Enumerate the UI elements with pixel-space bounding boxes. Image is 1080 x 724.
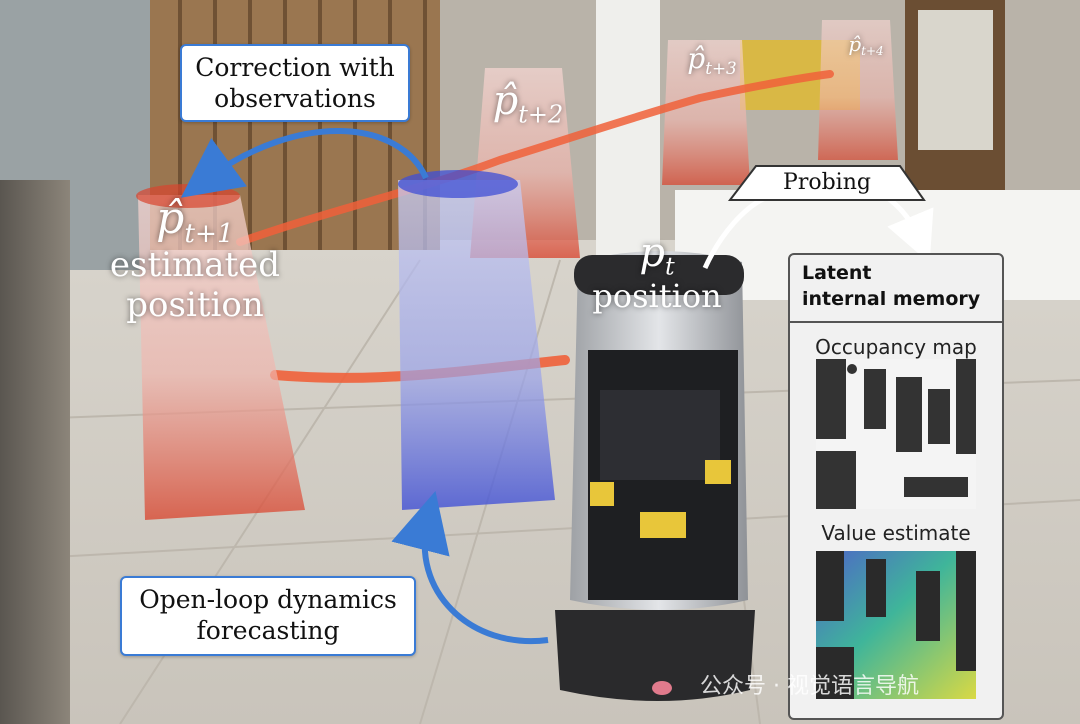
current-subscript: t xyxy=(664,252,675,281)
estimate-cylinder-t3 xyxy=(662,40,750,185)
current-symbol-row: pt xyxy=(582,232,732,280)
estimate-t2-symbol: p̂ xyxy=(492,78,519,124)
memory-panel-divider xyxy=(790,321,1002,323)
memory-title-line1: Latent xyxy=(802,262,872,284)
open-loop-label-line1: Open-loop dynamics xyxy=(139,585,397,614)
counter-left xyxy=(0,180,70,724)
estimate-t2-subscript: t+2 xyxy=(518,100,564,129)
estimate-t2-label: p̂t+2 xyxy=(478,80,578,128)
correction-label-line2: observations xyxy=(214,84,376,114)
pillar xyxy=(596,0,660,270)
estimate-cylinder-t4 xyxy=(818,20,898,160)
memory-panel-title: Latent internal memory xyxy=(790,261,1002,312)
current-position-label: pt position xyxy=(582,232,732,313)
value-estimate-label: Value estimate xyxy=(821,521,971,545)
correction-label-box: Correction with observations xyxy=(180,44,410,122)
estimate-t1-subscript: t+1 xyxy=(184,218,234,250)
estimate-t1-symbol-row: p̂t+1 xyxy=(100,193,290,250)
estimate-cylinder-t1 xyxy=(138,195,305,520)
estimate-t1-caption-line2: position xyxy=(126,284,264,325)
current-position-cylinder xyxy=(398,180,555,510)
occupancy-map-label: Occupancy map xyxy=(815,335,977,359)
latent-memory-panel: Latent internal memory Occupancy map Val… xyxy=(788,253,1004,720)
estimate-t1-symbol: p̂ xyxy=(156,193,185,244)
current-symbol: p xyxy=(639,230,665,276)
memory-title-line2: internal memory xyxy=(802,287,981,310)
estimate-t4-symbol: p̂ xyxy=(848,32,862,56)
probing-label: Probing xyxy=(783,170,871,195)
open-loop-arrow xyxy=(391,490,549,645)
trajectory-line xyxy=(236,70,834,246)
current-position-cylinder-top xyxy=(398,170,518,198)
correction-label-line1: Correction with xyxy=(195,53,395,82)
estimate-t3-symbol: p̂ xyxy=(687,42,706,75)
estimate-t1-caption-line1: estimated xyxy=(109,244,281,285)
current-caption: position xyxy=(592,276,722,315)
probing-box-shape xyxy=(727,165,926,201)
occupancy-map xyxy=(816,359,976,509)
estimate-t4-subscript: t+4 xyxy=(861,44,884,59)
robot xyxy=(555,251,755,701)
estimate-t4-label: p̂t+4 xyxy=(836,34,896,58)
fridge-glass xyxy=(918,10,993,150)
estimate-t1-label: p̂t+1 estimated position xyxy=(100,193,290,325)
value-estimate-map xyxy=(816,551,976,699)
estimate-t3-label: p̂t+3 xyxy=(672,44,752,78)
estimate-t3-subscript: t+3 xyxy=(705,57,737,78)
open-loop-label-box: Open-loop dynamics forecasting xyxy=(120,576,416,656)
open-loop-label-line2: forecasting xyxy=(196,616,340,646)
watermark-text: 公众号 · 视觉语言导航 xyxy=(700,674,919,699)
correction-arrow xyxy=(180,127,429,198)
